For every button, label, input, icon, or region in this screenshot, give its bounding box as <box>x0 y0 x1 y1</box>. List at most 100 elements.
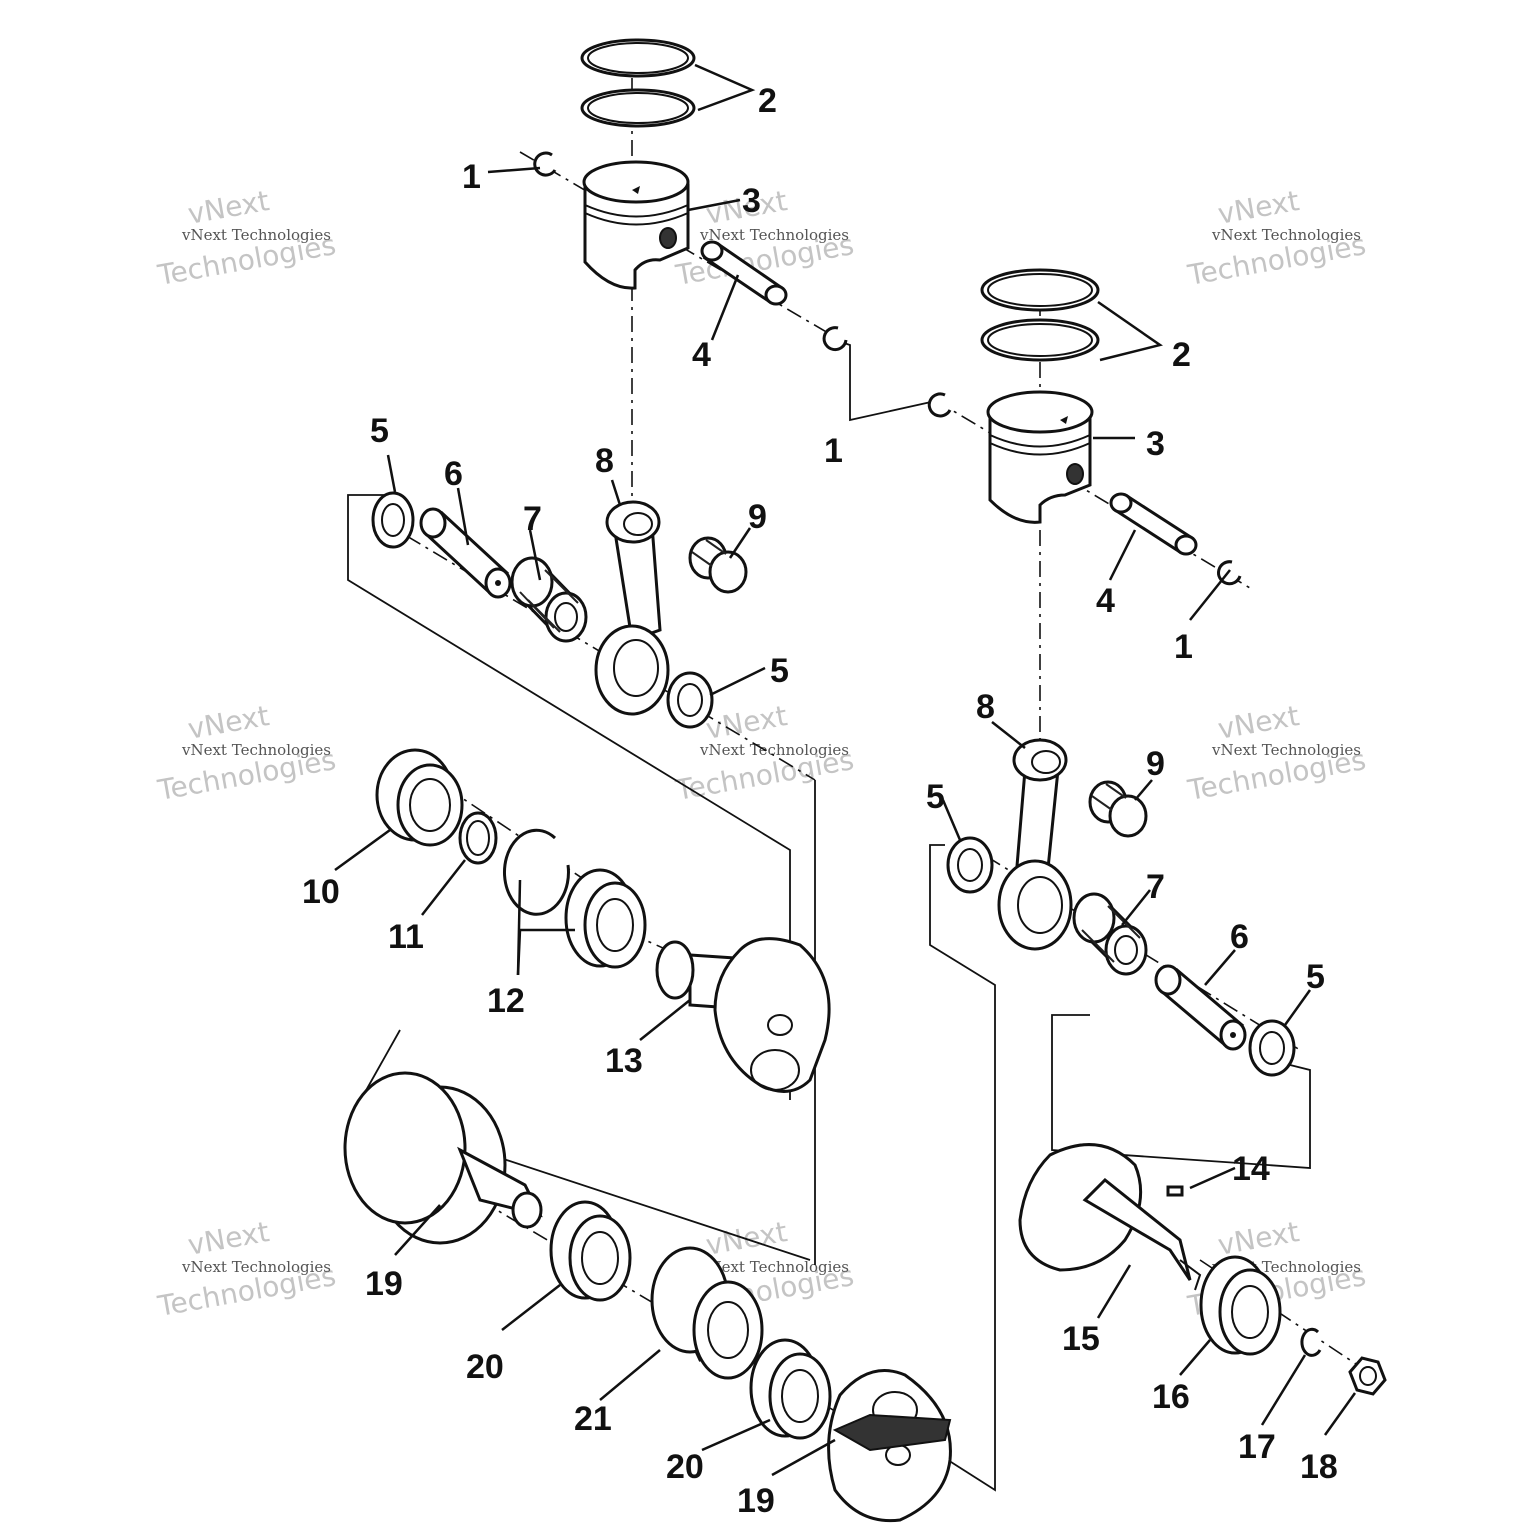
piston-rings-1 <box>580 38 696 128</box>
callout-6: 6 <box>444 455 463 493</box>
pin-axis-2 <box>934 399 1251 589</box>
piston-pin-1 <box>700 240 788 306</box>
watermark-big-1: vNext <box>185 699 271 746</box>
washer-11 <box>458 811 498 865</box>
circlip-1-top <box>533 151 557 177</box>
thrust-washer-5-a <box>371 491 415 549</box>
callout-4: 4 <box>1096 582 1115 620</box>
needle-bearing-7-b <box>1072 892 1148 976</box>
callout-9: 9 <box>748 498 767 536</box>
callout-5: 5 <box>370 412 389 450</box>
connecting-rod-8-a <box>594 500 670 716</box>
callout-5: 5 <box>770 652 789 690</box>
watermark-small-5: vNext Technologies <box>699 741 849 759</box>
callout-7: 7 <box>523 500 542 538</box>
rod-group-2 <box>946 738 1296 1077</box>
watermark-small-7: vNext Technologies <box>181 1258 331 1276</box>
watermark-big-1: vNext <box>185 184 271 231</box>
right-crank-group <box>1018 1143 1387 1396</box>
callout-19: 19 <box>737 1482 775 1520</box>
crankpin-axis-1 <box>379 519 816 781</box>
callout-5: 5 <box>926 778 945 816</box>
thrust-washer-5-d <box>1248 1019 1296 1077</box>
callout-2: 2 <box>758 82 777 120</box>
connecting-rod-8-b <box>997 738 1073 951</box>
callout-15: 15 <box>1062 1320 1100 1358</box>
callout-18: 18 <box>1300 1448 1338 1486</box>
piston-2 <box>986 390 1094 524</box>
bearing-20-a <box>549 1200 632 1302</box>
rod-assembly-bracket-right <box>929 844 996 1492</box>
needle-bearing-9-b <box>1088 780 1148 838</box>
rod-assembly-bracket-left <box>347 494 791 1100</box>
watermark-small-2: vNext Technologies <box>699 226 849 244</box>
callout-20: 20 <box>666 1448 704 1486</box>
callout-3: 3 <box>742 182 761 220</box>
bearing-20-b <box>749 1338 832 1440</box>
crank-pin-6-a <box>419 507 512 599</box>
crank-half-13 <box>655 937 831 1093</box>
callout-1: 1 <box>462 158 481 196</box>
callout-6: 6 <box>1230 918 1249 956</box>
key-14 <box>1166 1185 1184 1197</box>
watermark-small-4: vNext Technologies <box>181 741 331 759</box>
flywheel-19-b <box>827 1369 952 1523</box>
needle-bearing-9-a <box>688 536 748 594</box>
watermark-small-6: vNext Technologies <box>1211 741 1361 759</box>
circlip-2-left <box>927 392 952 418</box>
bearing-10 <box>375 748 464 847</box>
callout-1: 1 <box>1174 628 1193 666</box>
callout-11: 11 <box>388 918 424 956</box>
piston-rings-2 <box>980 268 1100 362</box>
piston-group-1 <box>533 38 848 352</box>
watermark-small-8: vNext Technologies <box>699 1258 849 1276</box>
callout-8: 8 <box>976 688 995 726</box>
main-shaft-axis-2 <box>479 1199 851 1421</box>
watermark-big-1: vNext <box>185 1215 271 1262</box>
thrust-washer-5-c <box>946 836 994 894</box>
watermark-big-1: vNext <box>1215 184 1301 231</box>
crank-pin-6-b <box>1154 964 1247 1051</box>
bearing-16 <box>1199 1255 1282 1356</box>
clip-bracket <box>834 339 941 422</box>
callout-4: 4 <box>692 336 711 374</box>
seal-21 <box>650 1246 764 1380</box>
callout-8: 8 <box>595 442 614 480</box>
callout-9: 9 <box>1146 745 1165 783</box>
callout-7: 7 <box>1146 868 1165 906</box>
thrust-washer-5-b <box>666 671 714 729</box>
callout-12: 12 <box>487 982 525 1020</box>
snap-ring-12 <box>502 828 570 916</box>
piston-group-2 <box>927 268 1242 586</box>
callout-14: 14 <box>1232 1150 1270 1188</box>
bearing-12 <box>564 868 647 969</box>
watermark-small-1: vNext Technologies <box>181 226 331 244</box>
crankshaft-15 <box>1018 1143 1202 1291</box>
rod-group-1 <box>371 491 748 729</box>
nut-18 <box>1348 1356 1387 1396</box>
callout-1: 1 <box>824 432 843 470</box>
callout-3: 3 <box>1146 425 1165 463</box>
callout-17: 17 <box>1238 1428 1276 1466</box>
callout-20: 20 <box>466 1348 504 1386</box>
lower-crank-group <box>343 1071 952 1523</box>
flywheel-19-a <box>343 1071 543 1245</box>
needle-bearing-7-a <box>510 556 588 643</box>
callout-13: 13 <box>605 1042 643 1080</box>
callout-10: 10 <box>302 873 340 911</box>
callout-2: 2 <box>1172 336 1191 374</box>
piston-pin-2 <box>1109 492 1198 556</box>
callout-16: 16 <box>1152 1378 1190 1416</box>
watermark-big-1: vNext <box>1215 699 1301 746</box>
piston-1 <box>582 160 690 290</box>
callout-19: 19 <box>365 1265 403 1303</box>
washer-17 <box>1300 1327 1322 1357</box>
right-rod-bracket <box>1051 1014 1311 1169</box>
callout-labels: 2 1 3 4 1 2 3 4 1 5 6 7 8 9 5 8 9 5 7 6 … <box>302 82 1338 1520</box>
left-crank-group <box>375 748 831 1093</box>
circlip-1-right <box>822 326 848 352</box>
leader-lines <box>334 63 1357 1477</box>
callout-21: 21 <box>574 1400 612 1438</box>
